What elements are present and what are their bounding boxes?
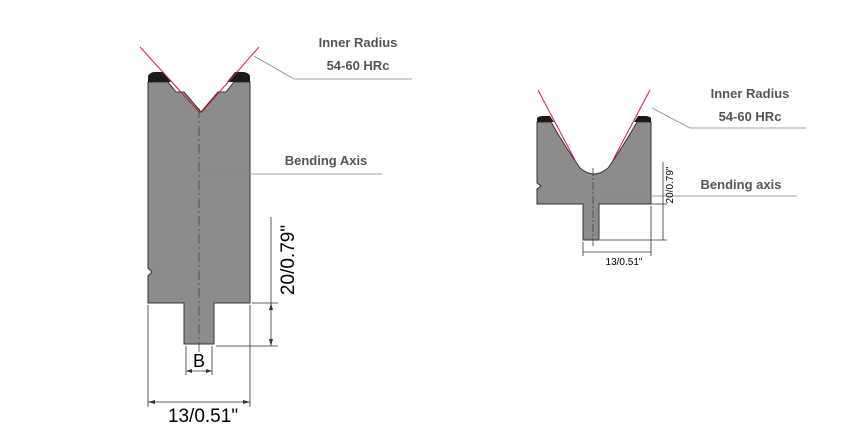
left-punch-angle-line-left bbox=[139, 46, 201, 114]
right-punch-angle-line-right bbox=[612, 89, 651, 161]
left-die-hardened-tip-right bbox=[227, 72, 250, 82]
left-die-hardened-tip-left bbox=[148, 72, 171, 82]
right-die-hardened-tip-left bbox=[537, 116, 554, 122]
left-width-arrow-right bbox=[243, 400, 250, 404]
right-punch-angle-line-left bbox=[537, 89, 576, 161]
left-bending-axis-label: Bending Axis bbox=[285, 153, 368, 168]
right-inner-radius-leader bbox=[651, 107, 806, 129]
left-height-arrow-bottom bbox=[269, 339, 273, 346]
left-width-arrow-left bbox=[148, 400, 155, 404]
right-height-dimension-text: 20/0.79" bbox=[665, 166, 676, 203]
right-die-hardened-tip-right bbox=[634, 116, 651, 122]
left-punch-angle-line-right bbox=[200, 46, 260, 114]
left-die: 20/0.79" B 13/0.51" Inner Radius 54-60 H… bbox=[139, 35, 412, 427]
right-inner-radius-label: Inner Radius bbox=[711, 86, 790, 101]
right-die-body bbox=[536, 121, 652, 241]
left-inner-radius-leader bbox=[253, 55, 412, 80]
left-width-dimension-text: 13/0.51" bbox=[168, 406, 238, 427]
left-height-dimension-text: 20/0.79" bbox=[278, 225, 299, 295]
right-width-dimension-text: 13/0.51" bbox=[606, 257, 643, 268]
right-die: 20/0.79" 13/0.51" Inner Radius 54-60 HRc… bbox=[536, 86, 806, 268]
left-tang-width-label: B bbox=[193, 351, 205, 371]
left-tang-arrow-right bbox=[206, 369, 212, 373]
left-inner-radius-label: Inner Radius bbox=[319, 35, 398, 50]
right-bending-axis-label: Bending axis bbox=[701, 177, 782, 192]
right-hardness-label: 54-60 HRc bbox=[719, 109, 782, 124]
left-hardness-label: 54-60 HRc bbox=[327, 58, 390, 73]
left-height-arrow-top bbox=[269, 303, 273, 310]
left-tang-arrow-left bbox=[186, 369, 192, 373]
